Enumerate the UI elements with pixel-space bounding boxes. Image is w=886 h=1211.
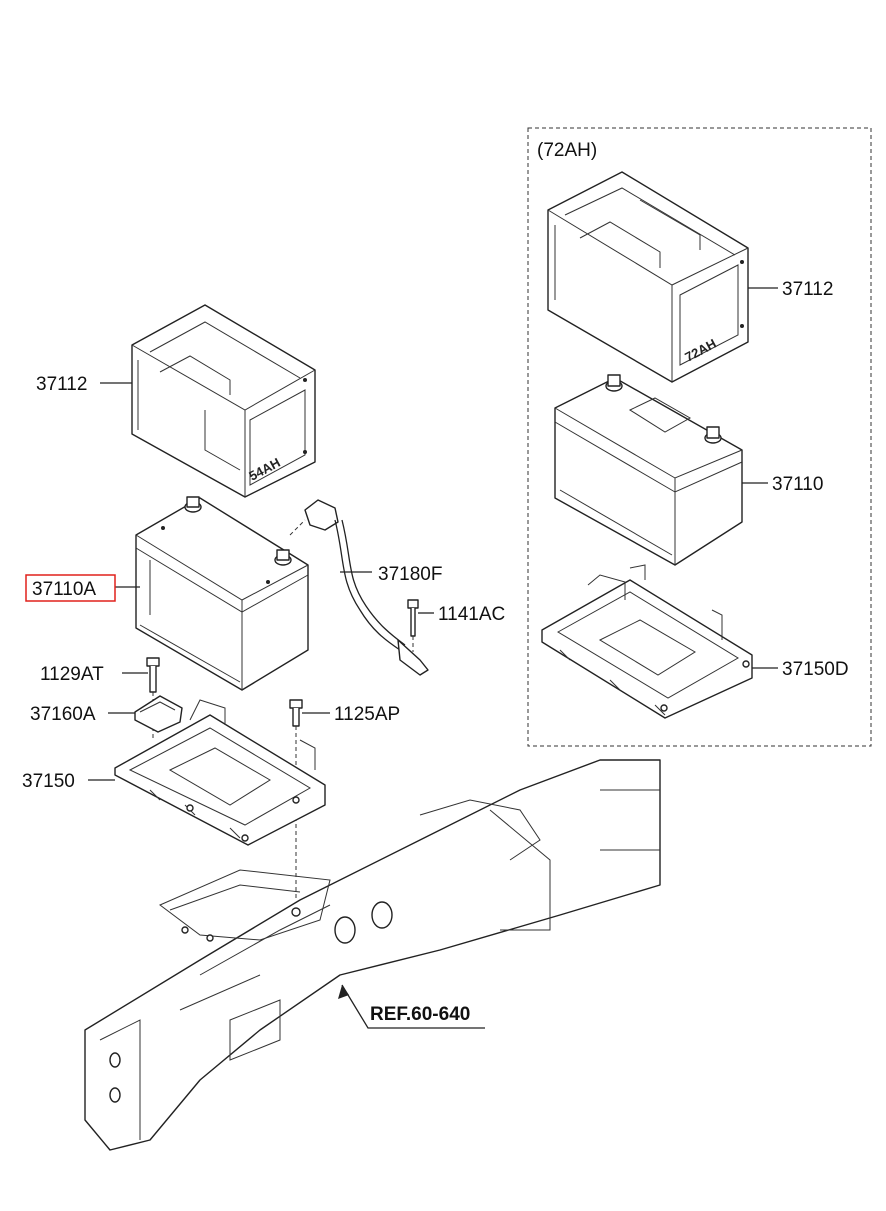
label-37150: 37150 bbox=[22, 771, 75, 792]
label-ref-60-640: REF.60-640 bbox=[370, 1004, 470, 1025]
label-37110: 37110 bbox=[772, 474, 823, 495]
label-37112-right: 37112 bbox=[782, 279, 833, 300]
label-1141ac: 1141AC bbox=[438, 604, 505, 625]
label-1125ap: 1125AP bbox=[334, 704, 400, 725]
part-labels: 37112 37110A 37180F 1141AC 1129AT 37160A… bbox=[22, 279, 849, 1025]
leader-lines bbox=[88, 287, 778, 1029]
battery-72ah bbox=[554, 374, 743, 566]
battery-cover-54ah: 54AH bbox=[131, 304, 316, 498]
battery-cover-72ah: 72AH bbox=[547, 171, 749, 383]
bolt-1141ac bbox=[407, 599, 419, 652]
variant-box-72ah: (72AH) bbox=[527, 127, 872, 747]
clamp-37160a bbox=[134, 695, 183, 733]
label-37110a: 37110A bbox=[32, 579, 96, 600]
label-37160a: 37160A bbox=[30, 704, 96, 725]
label-37150d: 37150D bbox=[782, 659, 849, 680]
label-1129at: 1129AT bbox=[40, 664, 104, 685]
highlight-box-37110a bbox=[25, 574, 116, 602]
battery-54ah bbox=[135, 496, 309, 691]
battery-tray-37150d bbox=[541, 564, 753, 719]
battery-cable bbox=[289, 499, 429, 676]
label-37180f: 37180F bbox=[378, 564, 442, 585]
battery-tray-37150 bbox=[114, 699, 326, 846]
variant-box-title: (72AH) bbox=[537, 140, 597, 161]
label-37112-left: 37112 bbox=[36, 374, 87, 395]
vehicle-frame bbox=[84, 759, 661, 1151]
